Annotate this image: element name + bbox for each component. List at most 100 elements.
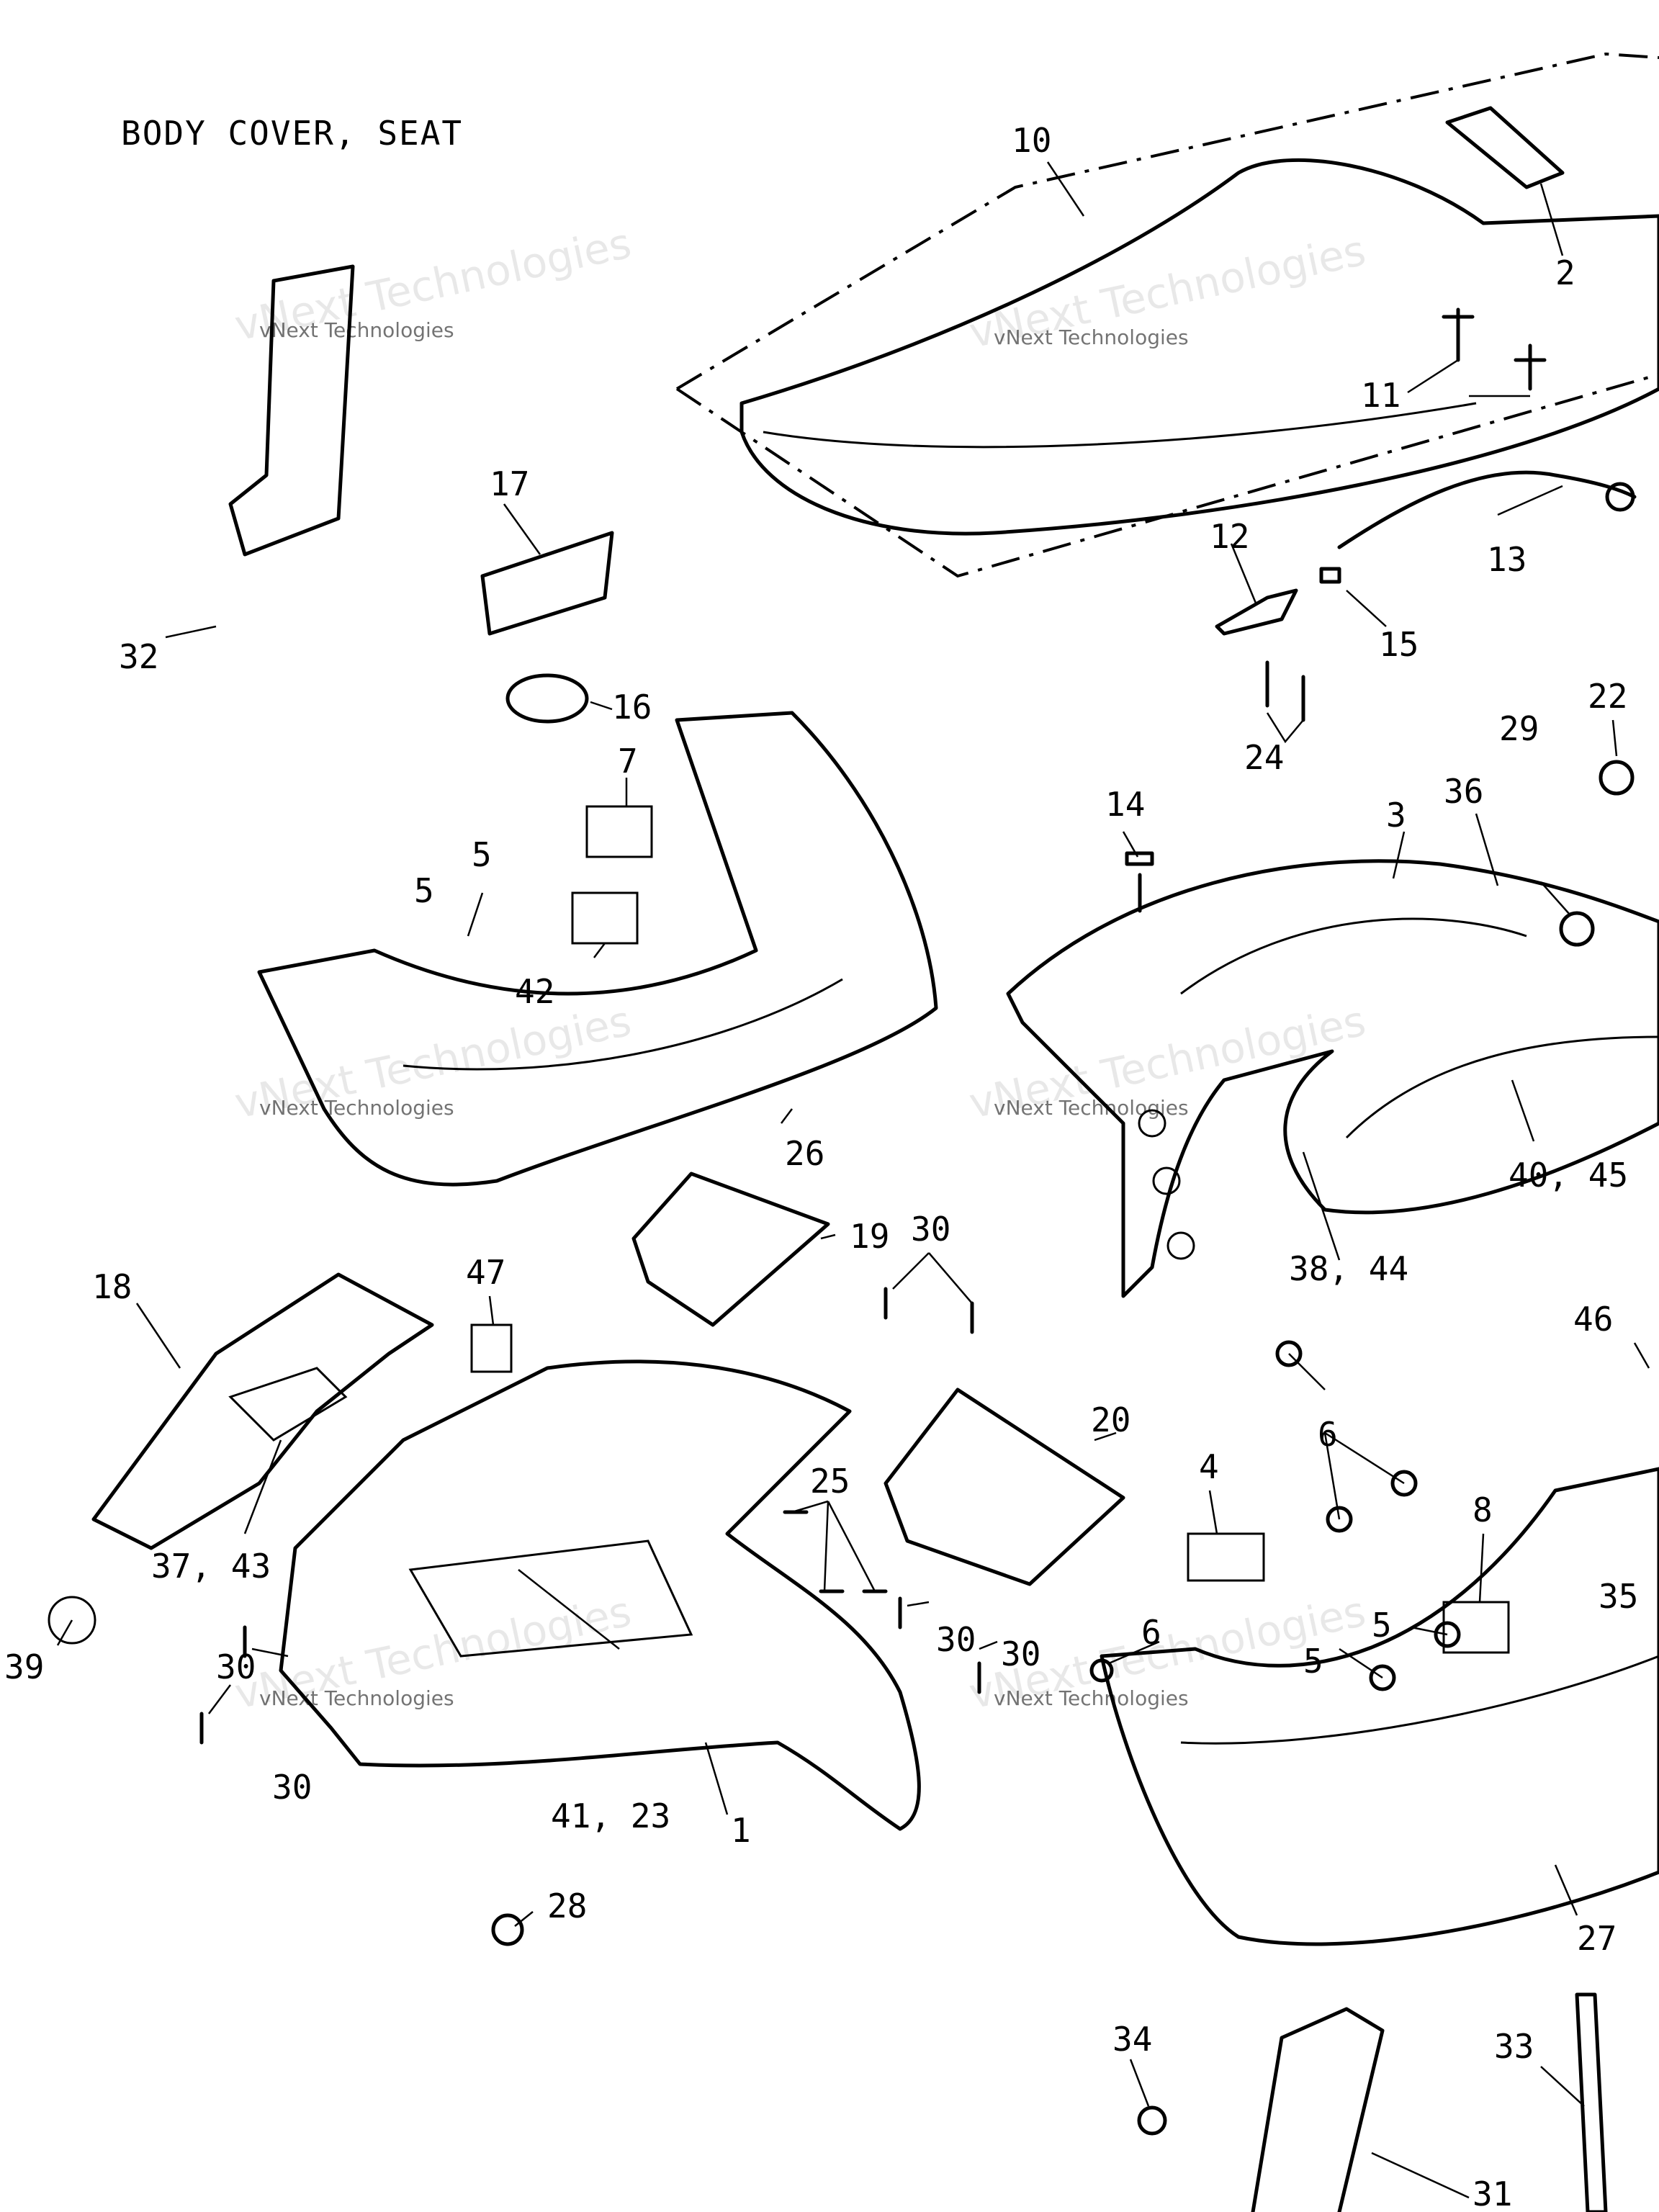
part-fender-hole-1	[1138, 1109, 1166, 1138]
part-plate-19	[631, 1172, 830, 1327]
callout-leader-lines	[56, 161, 1650, 2199]
part-decal-47	[470, 1323, 513, 1373]
part-seat-latch	[1215, 588, 1298, 636]
part-right-side-cover-inner	[1180, 1655, 1659, 1745]
callout-41-23: 41, 23	[551, 1797, 671, 1835]
callout-38-44: 38, 44	[1289, 1249, 1409, 1288]
callout-22: 22	[1588, 677, 1628, 716]
callout-32: 32	[119, 637, 159, 676]
callout-2: 2	[1555, 253, 1575, 292]
part-left-side-cover	[257, 711, 938, 1187]
callout-25: 25	[810, 1462, 850, 1501]
callout-42: 42	[515, 972, 555, 1011]
part-side-panel-32	[228, 264, 355, 557]
callout-5-left-a: 5	[414, 871, 434, 910]
part-decal-4	[1187, 1532, 1265, 1582]
callout-30-upper: 30	[911, 1210, 951, 1249]
part-clips-25	[783, 1510, 888, 1593]
callout-10: 10	[1012, 121, 1052, 160]
callout-26: 26	[785, 1134, 825, 1173]
callout-6-upper: 6	[1318, 1415, 1338, 1454]
callout-13: 13	[1487, 540, 1527, 579]
part-screw-5b	[1369, 1664, 1396, 1691]
callout-35: 35	[1599, 1577, 1639, 1616]
page-title: BODY COVER, SEAT	[121, 114, 464, 153]
callout-17: 17	[490, 464, 530, 503]
part-bolt-34	[1137, 2105, 1167, 2136]
part-nut-29	[1559, 911, 1595, 947]
part-seat-bolts	[1442, 307, 1547, 391]
part-screw-6c	[1326, 1506, 1353, 1533]
callout-47: 47	[466, 1253, 506, 1292]
callout-30-left-b: 30	[272, 1768, 313, 1807]
seat-dash-outline	[675, 52, 1659, 578]
callout-5-left-b: 5	[472, 835, 492, 874]
callout-11: 11	[1361, 376, 1401, 415]
part-seat	[739, 158, 1659, 536]
part-plate-20	[884, 1388, 1125, 1586]
part-footrest-31	[1251, 2007, 1385, 2212]
callout-37-43: 37, 43	[151, 1547, 271, 1586]
part-rivet	[1125, 851, 1154, 913]
callout-4: 4	[1199, 1447, 1219, 1486]
part-front-cover	[91, 1272, 434, 1550]
part-decal-8	[1442, 1601, 1510, 1654]
callout-27: 27	[1577, 1919, 1617, 1958]
part-decal-7	[585, 805, 653, 858]
callout-30-mid-b: 30	[1001, 1635, 1041, 1673]
callout-29: 29	[1499, 709, 1539, 748]
callout-30-left-a: 30	[216, 1647, 256, 1686]
part-right-side-cover	[1100, 1467, 1659, 1946]
part-grommet	[505, 673, 589, 724]
part-screws-30	[199, 1287, 981, 1745]
callout-6-lower: 6	[1141, 1613, 1161, 1652]
callout-14: 14	[1105, 785, 1146, 824]
callout-7: 7	[618, 742, 638, 781]
part-screw-6b	[1390, 1470, 1418, 1497]
part-nut-22	[1599, 760, 1635, 796]
part-rear-fender-inner	[1180, 917, 1659, 1139]
part-seat-bracket	[1445, 106, 1565, 189]
callout-33: 33	[1494, 2027, 1534, 2066]
part-strip-33	[1575, 1992, 1608, 2212]
part-left-side-cover-inner	[403, 978, 843, 1071]
callout-36: 36	[1444, 772, 1484, 811]
part-front-fender	[279, 1359, 921, 1831]
callout-31: 31	[1473, 2175, 1513, 2212]
part-seat-cable	[1337, 470, 1637, 549]
part-fender-hole-3	[1166, 1231, 1195, 1260]
callout-15: 15	[1379, 625, 1419, 664]
callout-24: 24	[1244, 738, 1285, 777]
part-bolt-28	[491, 1913, 524, 1946]
callout-1: 1	[731, 1811, 751, 1850]
callout-34: 34	[1112, 2020, 1153, 2059]
callout-46: 46	[1573, 1300, 1614, 1339]
callout-20: 20	[1091, 1401, 1131, 1439]
callout-12: 12	[1210, 517, 1250, 556]
part-clip	[1319, 567, 1341, 584]
part-rear-fender	[1006, 859, 1659, 1298]
callout-16: 16	[612, 688, 652, 727]
part-screw-5a	[1434, 1621, 1461, 1648]
part-front-cover-detail	[228, 1367, 348, 1442]
callout-28: 28	[547, 1887, 588, 1925]
part-front-fender-decal	[408, 1539, 693, 1658]
callout-30-mid-a: 30	[936, 1620, 976, 1659]
callout-40-45: 40, 45	[1509, 1156, 1629, 1195]
part-cable-end	[1605, 482, 1635, 512]
part-reflector	[48, 1596, 96, 1645]
callout-8: 8	[1473, 1491, 1493, 1529]
callout-3: 3	[1386, 796, 1406, 835]
callout-39: 39	[4, 1647, 45, 1686]
callout-5-right-b: 5	[1303, 1642, 1323, 1681]
callout-19: 19	[850, 1217, 890, 1256]
part-latch-screws	[1265, 660, 1305, 722]
callout-5-right-a: 5	[1372, 1606, 1392, 1645]
callout-18: 18	[92, 1267, 132, 1306]
part-plate-17	[480, 531, 614, 636]
part-fender-hole-2	[1152, 1166, 1181, 1195]
part-seat-detail	[763, 402, 1477, 449]
part-decal-42	[571, 891, 639, 945]
